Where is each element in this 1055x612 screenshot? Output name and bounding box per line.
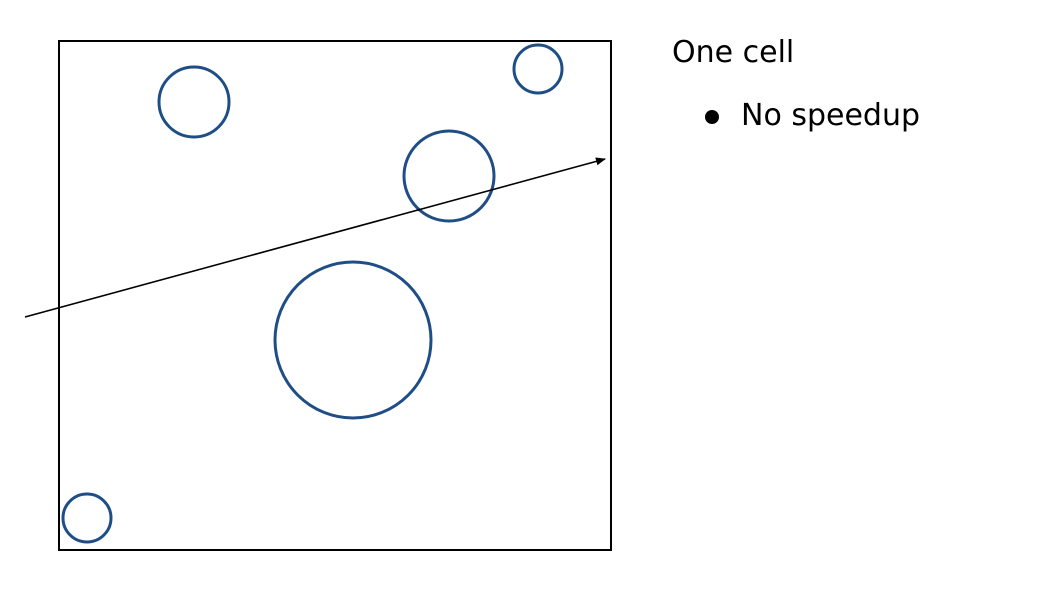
sphere-top-left [157,65,231,139]
sphere-middle-right [402,129,496,223]
sphere-bottom-left [61,492,113,544]
sphere-top-right [512,43,564,95]
bullet-dot-icon [705,110,719,124]
ray-grid-diagram [24,40,612,551]
sphere-center-large [273,260,433,420]
bullet-item: No speedup [705,96,920,136]
ray-arrow [24,157,606,318]
bullet-text: No speedup [741,98,921,133]
bullet-list: No speedup [705,96,920,136]
slide-heading: One cell [672,35,795,70]
grid-cell-box [58,40,612,551]
